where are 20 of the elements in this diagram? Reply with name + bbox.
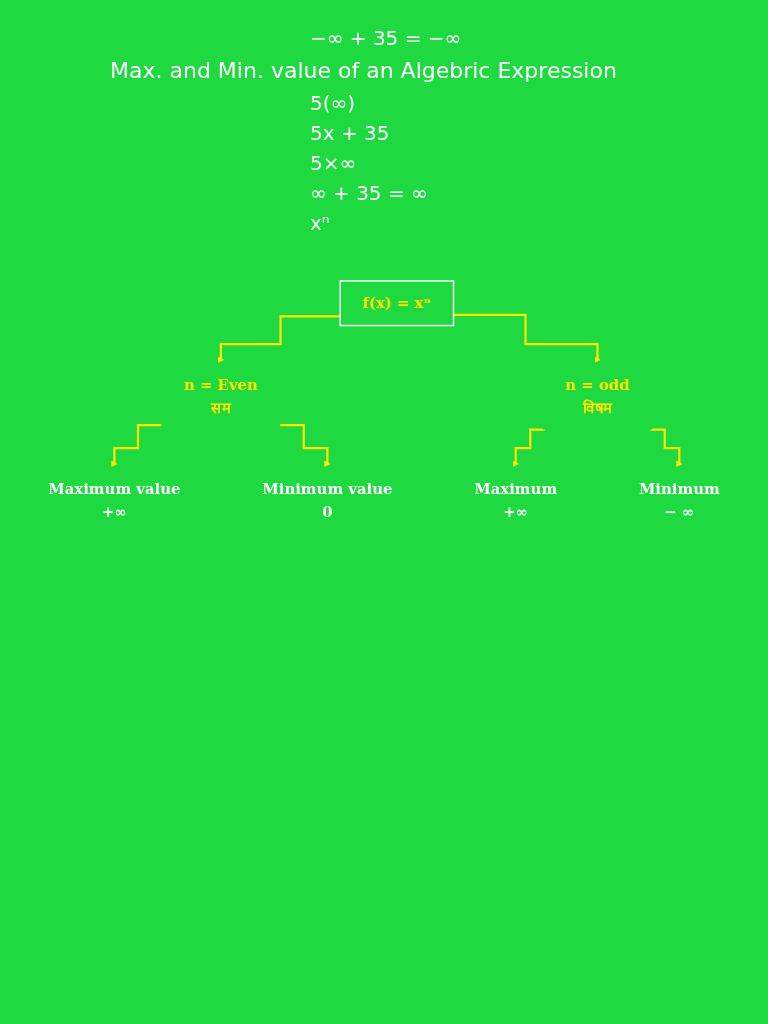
arrow [280,424,331,468]
handwritten-equation: 5×∞ [310,151,358,175]
handwritten-title: Max. and Min. value of an Algebric Expression [110,58,618,83]
node-text: Maximum value +∞ [48,480,181,521]
node-text: n = odd विषम [565,376,630,417]
arrow [650,428,683,468]
arrow [217,315,341,363]
node-text: Maximum +∞ [474,480,558,521]
handwritten-equation: ∞ + 35 = ∞ [310,181,429,205]
handwritten-equation: −∞ + 35 = −∞ [310,26,463,50]
node-text: Minimum − ∞ [638,480,720,521]
arrow [512,428,545,468]
arrow [111,424,162,468]
handwritten-equation: xⁿ [310,211,331,235]
handwritten-equation: 5(∞) [310,91,356,115]
node-text: Minimum value 0 [262,480,393,521]
arrow [453,313,601,363]
handwritten-equation: 5x + 35 [310,121,391,145]
node-box: f(x) = xⁿ [339,280,455,327]
node-text: n = Even सम [183,376,258,417]
